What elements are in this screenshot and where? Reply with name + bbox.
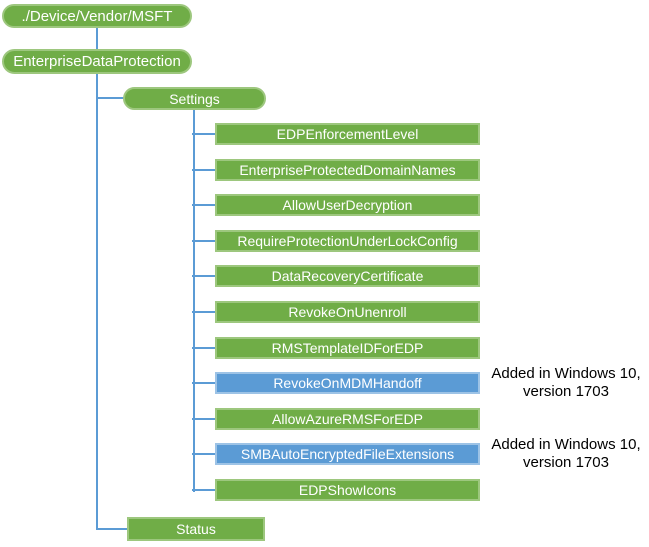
child-node-label: AllowUserDecryption <box>282 197 413 213</box>
child-node-label: AllowAzureRMSForEDP <box>272 411 423 427</box>
child-node-label: RequireProtectionUnderLockConfig <box>237 233 458 249</box>
connector-child-branch <box>192 204 215 206</box>
node-enterprise-data-protection-label: EnterpriseDataProtection <box>13 53 181 70</box>
connector-child-branch <box>192 275 215 277</box>
child-node-label: EnterpriseProtectedDomainNames <box>239 162 456 178</box>
connector-child-branch <box>192 311 215 313</box>
node-enterprise-data-protection: EnterpriseDataProtection <box>2 49 192 74</box>
node-allowazurermsforedp: AllowAzureRMSForEDP <box>215 408 480 430</box>
child-node-label: SMBAutoEncryptedFileExtensions <box>240 446 455 462</box>
node-requireprotectionunderlockconfig: RequireProtectionUnderLockConfig <box>215 230 480 252</box>
node-datarecoverycertificate: DataRecoveryCertificate <box>215 265 480 287</box>
child-node-label: EDPShowIcons <box>298 482 397 498</box>
connector-root-trunk <box>96 27 98 530</box>
node-root-path-label: ./Device/Vendor/MSFT <box>21 7 173 25</box>
node-allowuserdecryption: AllowUserDecryption <box>215 194 480 216</box>
child-node-label: RMSTemplateIDForEDP <box>271 340 424 356</box>
node-edpenforcementlevel: EDPEnforcementLevel <box>215 123 480 145</box>
connector-settings-trunk <box>193 109 195 492</box>
version-annotation: Added in Windows 10, version 1703 <box>484 436 648 472</box>
version-annotation-line1: Added in Windows 10, <box>491 365 641 382</box>
version-annotation-line2: version 1703 <box>523 454 609 471</box>
node-revokeonmdmhandoff: RevokeOnMDMHandoff <box>215 372 480 394</box>
child-node-label: EDPEnforcementLevel <box>276 126 419 142</box>
node-enterpriseprotecteddomainnames: EnterpriseProtectedDomainNames <box>215 159 480 181</box>
version-annotation-line2: version 1703 <box>523 383 609 400</box>
version-annotation-line1: Added in Windows 10, <box>491 436 641 453</box>
node-smbautoencryptedfileextensions: SMBAutoEncryptedFileExtensions <box>215 443 480 465</box>
connector-child-branch <box>192 453 215 455</box>
node-status-label: Status <box>176 521 216 537</box>
connector-child-branch <box>192 489 215 491</box>
child-node-label: RevokeOnMDMHandoff <box>273 375 422 391</box>
node-edpshowicons: EDPShowIcons <box>215 479 480 501</box>
node-revokeonunenroll: RevokeOnUnenroll <box>215 301 480 323</box>
connector-child-branch <box>192 240 215 242</box>
version-annotation: Added in Windows 10, version 1703 <box>484 365 648 401</box>
child-node-label: DataRecoveryCertificate <box>271 268 424 284</box>
node-rmstemplateidforedp: RMSTemplateIDForEDP <box>215 337 480 359</box>
connector-child-branch <box>192 347 215 349</box>
node-root-path: ./Device/Vendor/MSFT <box>2 4 192 28</box>
connector-child-branch <box>192 169 215 171</box>
connector-settings-branch <box>96 97 124 99</box>
connector-child-branch <box>192 133 215 135</box>
child-node-label: RevokeOnUnenroll <box>288 304 407 320</box>
connector-status-branch <box>96 528 128 530</box>
connector-child-branch <box>192 382 215 384</box>
node-status: Status <box>127 517 265 541</box>
node-settings: Settings <box>123 87 266 110</box>
node-settings-label: Settings <box>169 90 220 107</box>
connector-child-branch <box>192 418 215 420</box>
